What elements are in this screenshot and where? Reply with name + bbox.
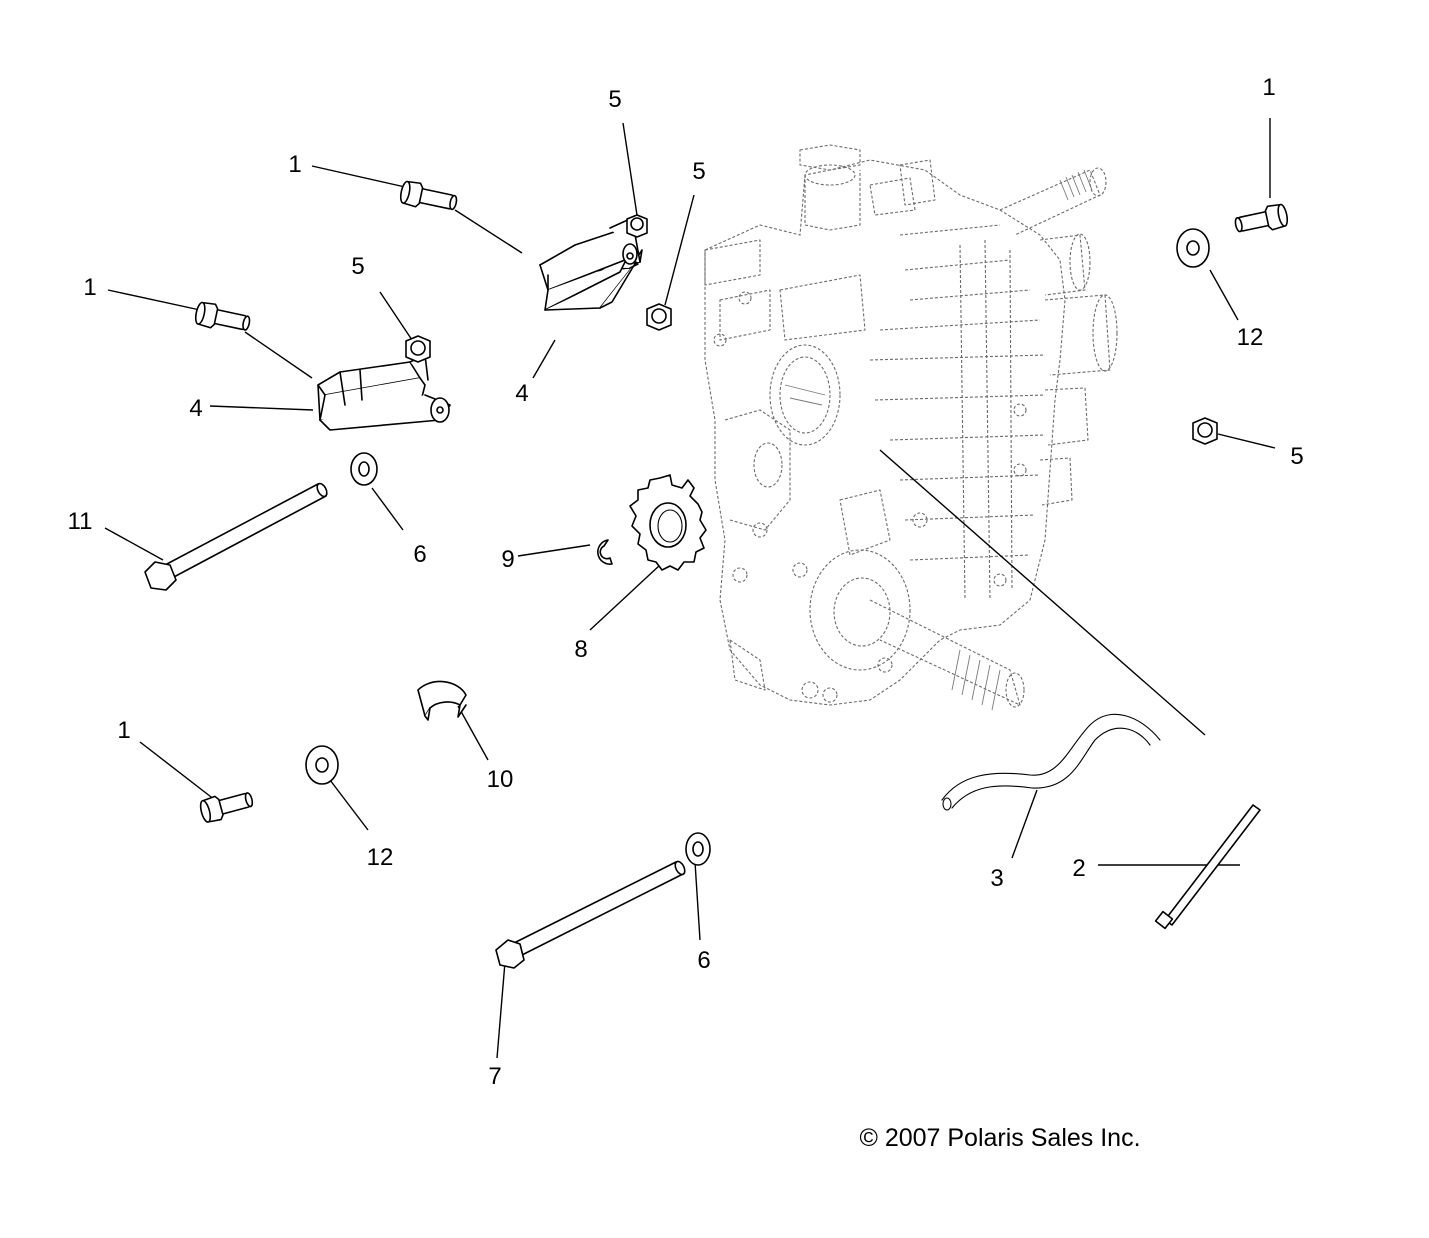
leader-lines: [104, 118, 1276, 1059]
flat-washer: [350, 452, 378, 486]
callout-6: 6: [413, 541, 426, 568]
long-hex-bolt: [144, 482, 328, 591]
callout-1: 1: [1262, 74, 1275, 101]
hex-nut: [405, 335, 431, 363]
callout-11: 11: [68, 508, 93, 535]
flange-bolt: [199, 792, 254, 823]
flange-bolt: [399, 180, 458, 211]
flange-bolt: [1234, 203, 1289, 233]
callout-labels: 1 1 1 1 2 3 4 4 5 5 5 5 6 6 7 8 9 10 11 …: [68, 74, 1304, 1090]
callout-4: 4: [189, 395, 202, 422]
transmission-housing: [704, 144, 1118, 711]
callout-10: 10: [487, 766, 514, 793]
long-hex-bolt: [495, 860, 686, 969]
mounting-bracket: [317, 354, 451, 431]
vent-hose: [941, 713, 1161, 811]
half-bushing: [417, 680, 467, 721]
hex-nut: [626, 214, 648, 238]
callout-7: 7: [488, 1063, 501, 1090]
callout-9: 9: [501, 546, 514, 573]
callout-1: 1: [83, 274, 96, 301]
callout-12: 12: [367, 844, 394, 871]
flat-washer: [1176, 228, 1210, 268]
flange-bolt: [194, 301, 251, 331]
retaining-clip: [597, 539, 613, 565]
callout-5: 5: [608, 86, 621, 113]
callout-5: 5: [692, 158, 705, 185]
callout-8: 8: [574, 636, 587, 663]
callout-1: 1: [288, 151, 301, 178]
drive-sprocket: [629, 474, 707, 571]
mounting-bracket: [539, 217, 643, 311]
flat-washer: [685, 832, 711, 866]
callout-5: 5: [351, 253, 364, 280]
callout-6: 6: [697, 947, 710, 974]
hex-nut: [646, 303, 672, 331]
callout-1: 1: [117, 717, 130, 744]
hex-nut: [1192, 417, 1218, 445]
callout-5: 5: [1290, 443, 1303, 470]
callout-3: 3: [990, 865, 1003, 892]
cable-tie: [1154, 804, 1261, 930]
flat-washer: [305, 745, 339, 785]
callout-12: 12: [1237, 324, 1264, 351]
callout-4: 4: [515, 380, 528, 407]
callout-2: 2: [1072, 855, 1085, 882]
copyright-notice: © 2007 Polaris Sales Inc.: [859, 1124, 1140, 1152]
